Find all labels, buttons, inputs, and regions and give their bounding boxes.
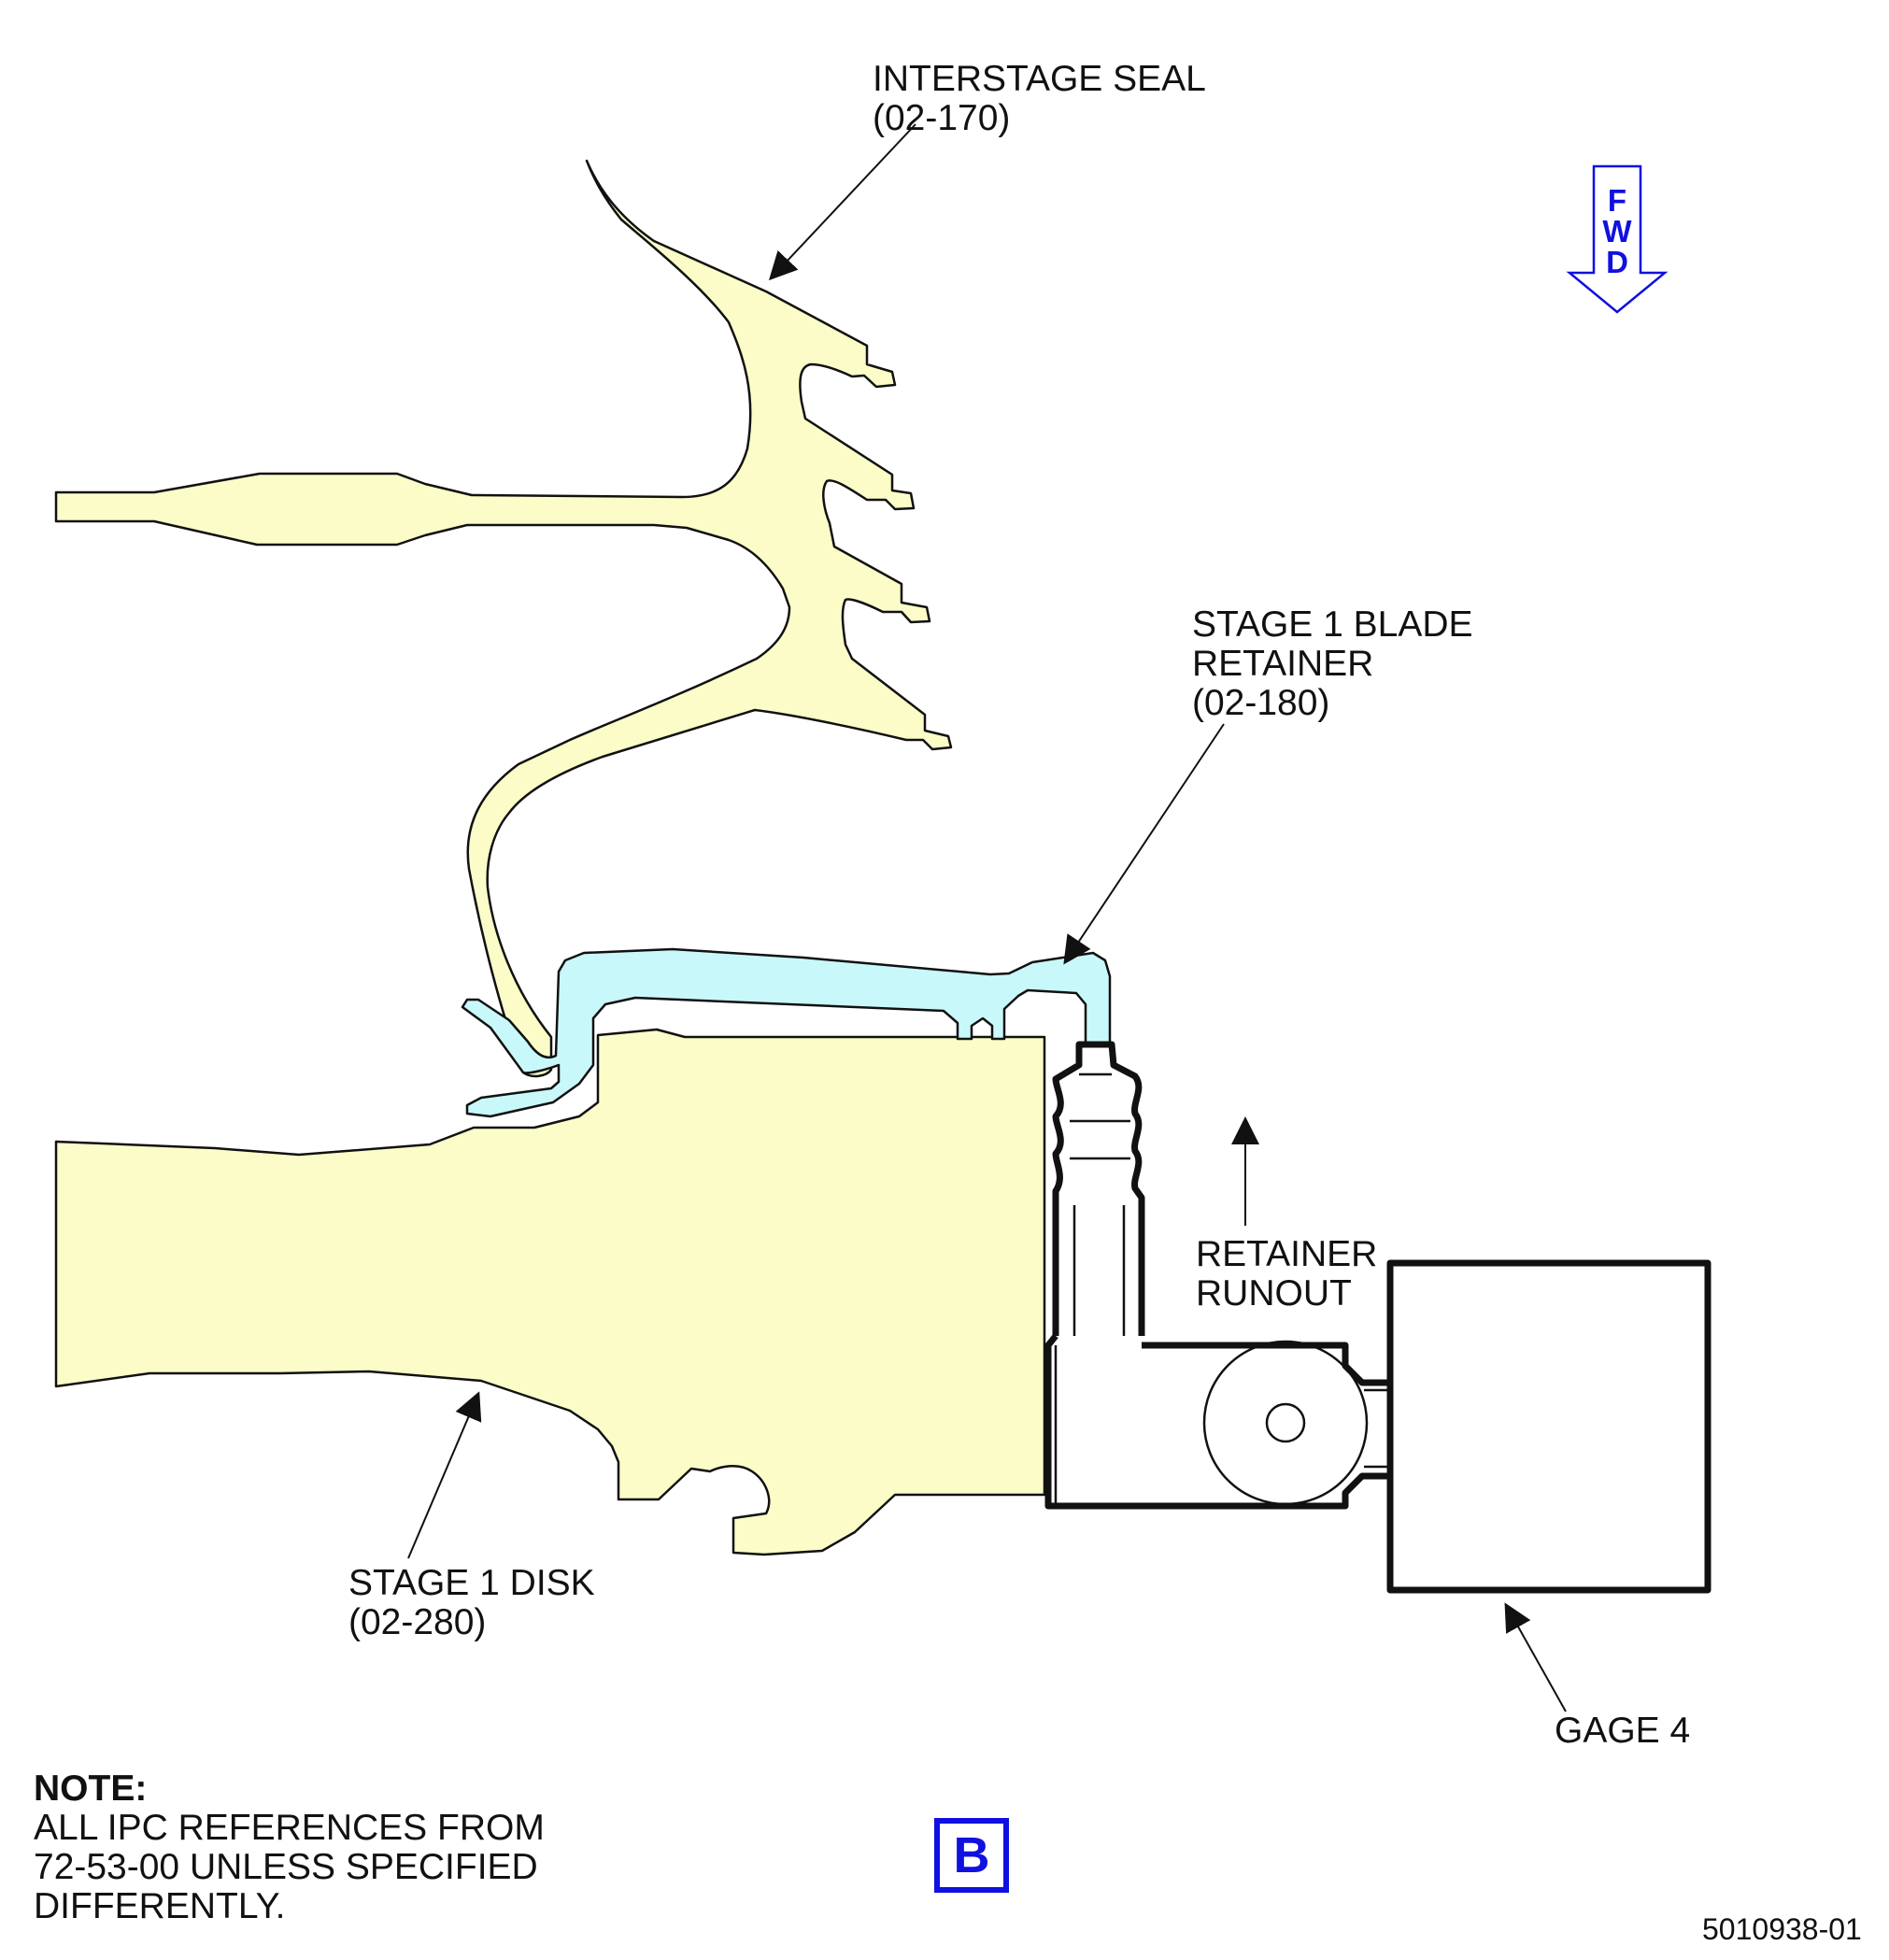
gage-plunger <box>1364 1388 1392 1469</box>
gage-dial <box>1202 1340 1369 1506</box>
gage-neck-inner <box>1072 1205 1126 1336</box>
view-letter-box: B <box>934 1818 1009 1893</box>
stage1-disk-leader <box>407 1391 482 1559</box>
fwd-label: F W D <box>1602 183 1632 279</box>
figure-id: 5010938-01 <box>1702 1912 1862 1946</box>
gage-body <box>1044 1259 1711 1594</box>
note-line: DIFFERENTLY. <box>34 1886 286 1926</box>
stage1-disk-label: STAGE 1 DISK (02-280) <box>348 1563 595 1642</box>
gage-neck-ring <box>1070 1072 1130 1160</box>
retainer-runout-label: RETAINER RUNOUT <box>1196 1234 1378 1314</box>
stage1-disk-part <box>54 1028 1046 1556</box>
blade-retainer-leader <box>1063 723 1225 965</box>
interstage-seal-part <box>54 159 953 1078</box>
interstage-seal-label: INTERSTAGE SEAL (02-170) <box>873 59 1206 138</box>
note-line: 72-53-00 UNLESS SPECIFIED <box>34 1847 538 1887</box>
note-heading: NOTE: <box>34 1768 148 1809</box>
gage4-leader <box>1504 1602 1567 1712</box>
blade-retainer-label: STAGE 1 BLADE RETAINER (02-180) <box>1192 604 1473 723</box>
note-line: ALL IPC REFERENCES FROM <box>34 1808 545 1848</box>
gage4-label: GAGE 4 <box>1555 1711 1691 1751</box>
gage-probe <box>1052 1041 1145 1336</box>
gage-dial-hub <box>1265 1402 1306 1443</box>
interstage-seal-leader <box>768 123 916 281</box>
fwd-arrow-icon <box>1566 164 1669 314</box>
gage4-assembly <box>1044 1041 1711 1594</box>
note-block: NOTE: ALL IPC REFERENCES FROM 72-53-00 U… <box>34 1769 545 1926</box>
